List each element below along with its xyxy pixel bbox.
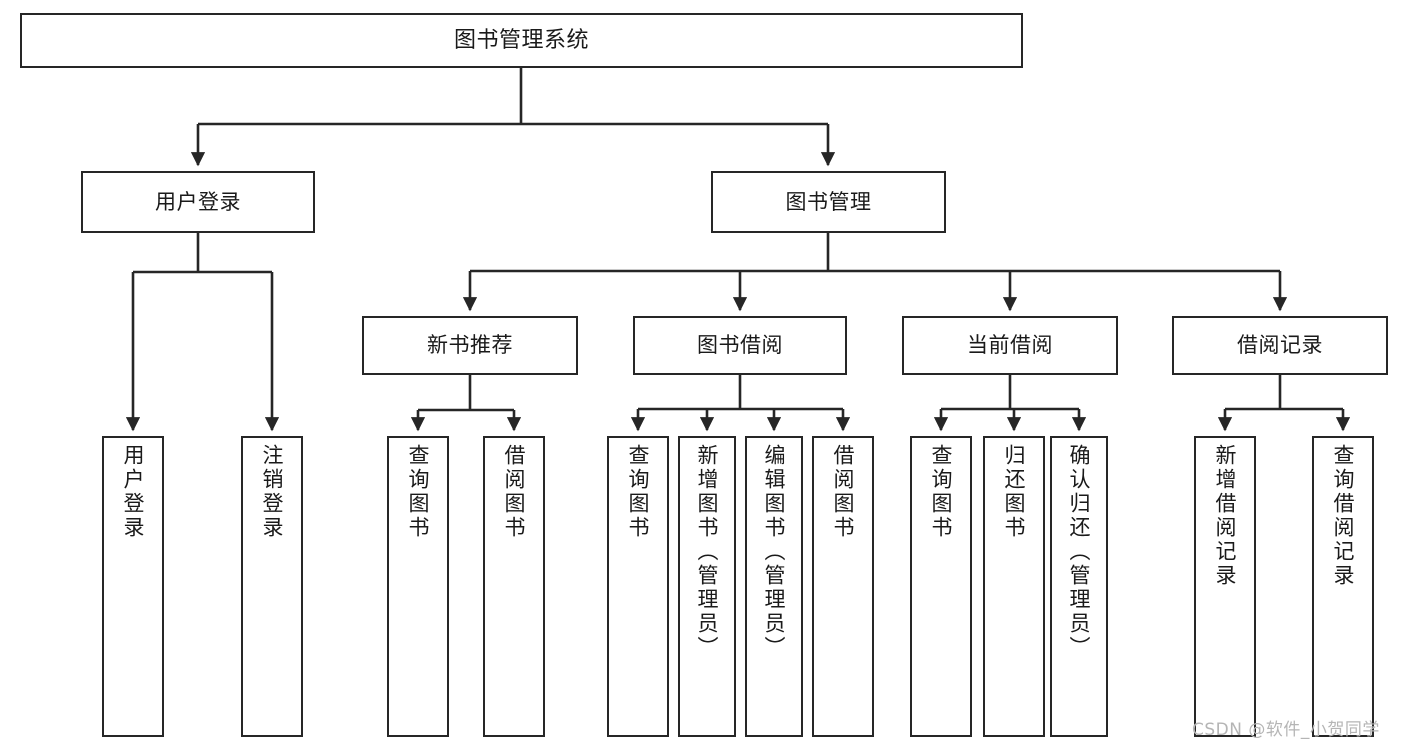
node-leaf-query-book-rec[interactable]: 查询图书: [387, 436, 449, 737]
node-borrow-record[interactable]: 借阅记录: [1172, 316, 1388, 375]
node-root[interactable]: 图书管理系统: [20, 13, 1023, 68]
node-new-book-rec-label: 新书推荐: [427, 333, 513, 358]
node-leaf-add-record[interactable]: 新增借阅记录: [1194, 436, 1256, 737]
node-leaf-edit-book[interactable]: 编辑图书（管理员）: [745, 436, 803, 737]
node-book-manage-label: 图书管理: [785, 189, 872, 214]
node-leaf-add-book-label: 新增图书（管理员）: [695, 444, 720, 660]
node-current-borrow-label: 当前借阅: [967, 333, 1053, 358]
node-book-borrow-label: 图书借阅: [697, 333, 783, 358]
node-current-borrow[interactable]: 当前借阅: [902, 316, 1118, 375]
node-new-book-rec[interactable]: 新书推荐: [362, 316, 578, 375]
node-leaf-user-logout[interactable]: 注销登录: [241, 436, 303, 737]
node-leaf-query-book-borrow[interactable]: 查询图书: [607, 436, 669, 737]
node-leaf-add-record-label: 新增借阅记录: [1213, 444, 1238, 588]
node-leaf-borrow-book-rec[interactable]: 借阅图书: [483, 436, 545, 737]
node-user-login-label: 用户登录: [155, 189, 241, 214]
node-leaf-user-login-label: 用户登录: [121, 444, 146, 540]
node-leaf-borrow-book-label: 借阅图书: [831, 444, 856, 540]
node-leaf-query-book-rec-label: 查询图书: [406, 444, 431, 540]
node-leaf-query-book-borrow-label: 查询图书: [626, 444, 651, 540]
node-leaf-query-record-label: 查询借阅记录: [1331, 444, 1356, 588]
node-leaf-borrow-book[interactable]: 借阅图书: [812, 436, 874, 737]
node-leaf-confirm-return-label: 确认归还（管理员）: [1067, 444, 1092, 660]
node-leaf-query-book-cur[interactable]: 查询图书: [910, 436, 972, 737]
node-leaf-edit-book-label: 编辑图书（管理员）: [762, 444, 787, 660]
node-root-label: 图书管理系统: [453, 27, 589, 53]
node-leaf-return-book[interactable]: 归还图书: [983, 436, 1045, 737]
node-leaf-query-record[interactable]: 查询借阅记录: [1312, 436, 1374, 737]
node-leaf-return-book-label: 归还图书: [1002, 444, 1027, 540]
node-book-manage[interactable]: 图书管理: [711, 171, 946, 233]
node-leaf-borrow-book-rec-label: 借阅图书: [502, 444, 527, 540]
csdn-watermark: CSDN @软件_小贺同学: [1192, 720, 1380, 740]
node-leaf-user-logout-label: 注销登录: [260, 444, 285, 540]
node-book-borrow[interactable]: 图书借阅: [633, 316, 847, 375]
node-borrow-record-label: 借阅记录: [1237, 333, 1323, 358]
node-leaf-confirm-return[interactable]: 确认归还（管理员）: [1050, 436, 1108, 737]
node-user-login[interactable]: 用户登录: [81, 171, 315, 233]
node-leaf-add-book[interactable]: 新增图书（管理员）: [678, 436, 736, 737]
node-leaf-user-login[interactable]: 用户登录: [102, 436, 164, 737]
node-leaf-query-book-cur-label: 查询图书: [929, 444, 954, 540]
